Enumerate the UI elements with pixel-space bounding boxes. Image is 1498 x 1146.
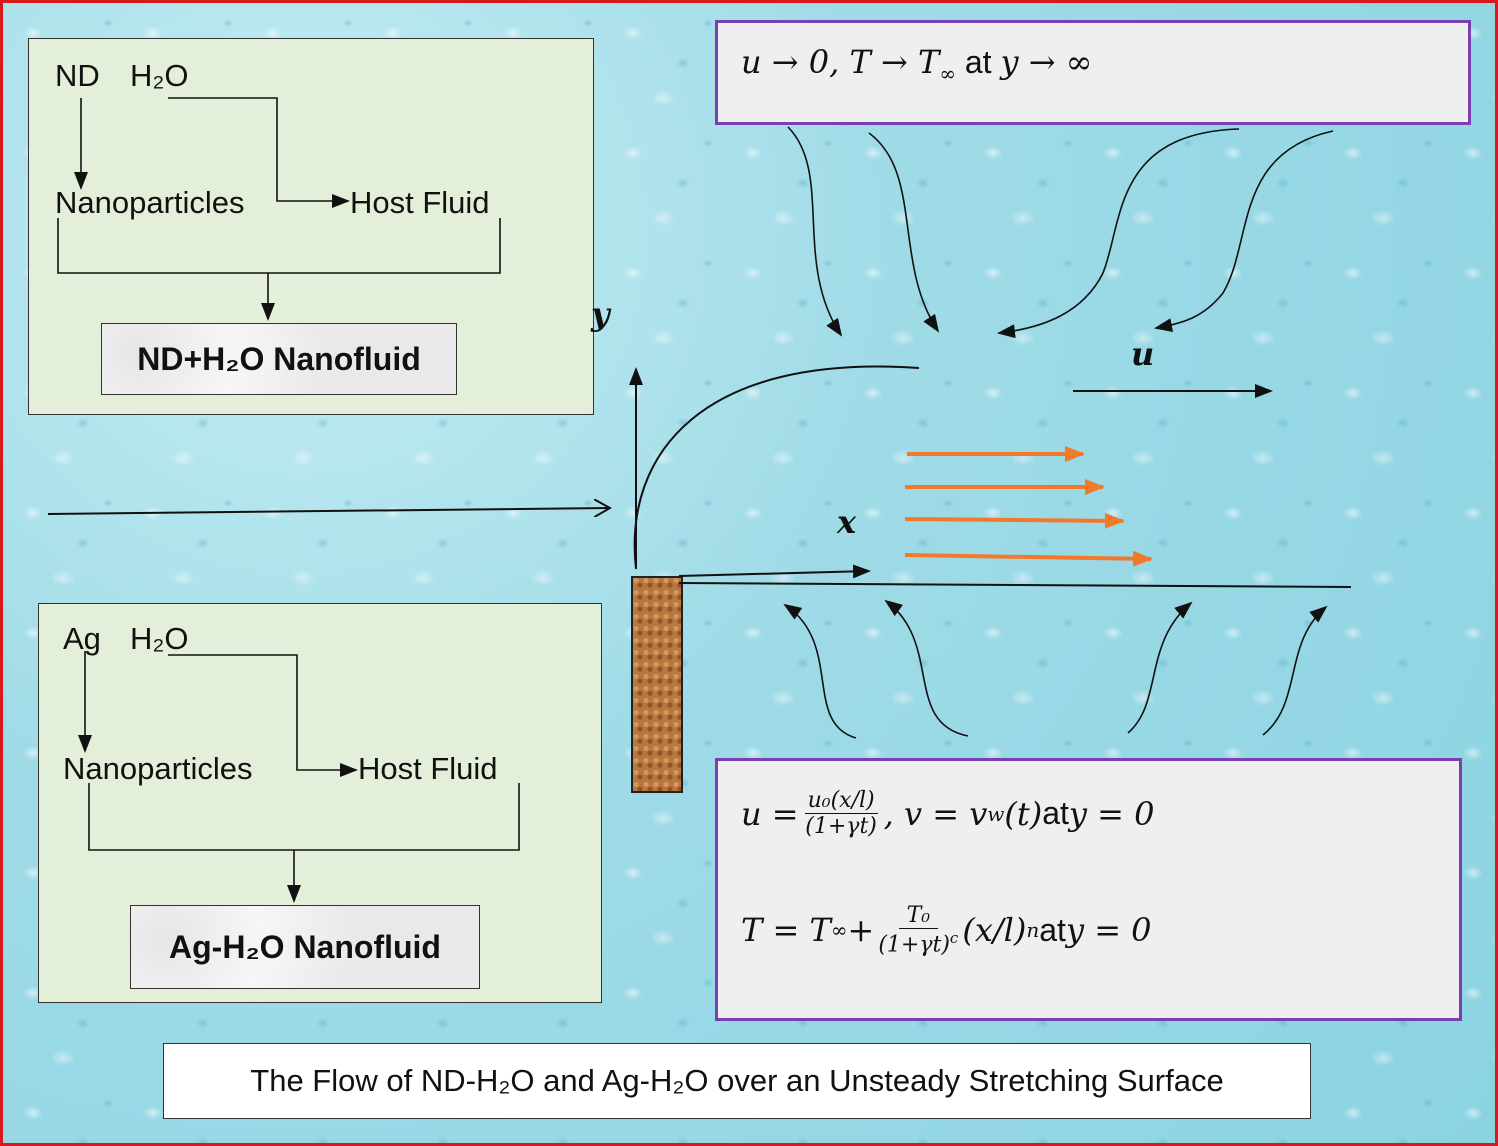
nd-label: ND xyxy=(55,58,100,93)
x-axis-arrow xyxy=(678,564,871,579)
temperature-boundary-condition: T = T∞ + T₀ (1+γt)c (x/l)n at y = 0 xyxy=(741,903,1152,958)
free-stream-condition: u → 0, T → T∞ at y → ∞ xyxy=(741,43,1093,86)
ag-water-label: H₂O xyxy=(130,621,189,656)
nd-host-fluid-label: Host Fluid xyxy=(350,185,490,220)
nd-box-connectors xyxy=(57,97,501,321)
diagram-caption: The Flow of ND-H₂O and Ag-H₂O over an Un… xyxy=(163,1043,1311,1119)
ag-label: Ag xyxy=(63,621,101,656)
upper-flow-curves xyxy=(787,126,1334,339)
stretching-surface-line xyxy=(678,582,1352,588)
wall-condition-box xyxy=(715,758,1462,1021)
ag-host-fluid-label: Host Fluid xyxy=(358,751,498,786)
nd-water-label: H₂O xyxy=(130,58,189,93)
x-axis-label: x xyxy=(837,503,857,541)
ag-nanoparticles-label: Nanoparticles xyxy=(63,751,253,786)
u-velocity-label: u xyxy=(1131,335,1155,373)
ag-h2o-nanofluid-box: Ag-H₂O Nanofluid xyxy=(130,905,480,989)
boundary-layer-curve xyxy=(633,365,920,570)
free-stream-condition-box xyxy=(715,20,1471,125)
nd-h2o-nanofluid-box: ND+H₂O Nanofluid xyxy=(101,323,457,395)
lower-flow-curves xyxy=(783,599,1328,739)
velocity-profile-arrows xyxy=(904,446,1153,567)
nd-nanoparticles-label: Nanoparticles xyxy=(55,185,245,220)
diagram-lines xyxy=(47,97,1352,903)
stretching-plate xyxy=(631,576,683,793)
y-axis-label: y xyxy=(591,295,610,333)
ag-box-connectors xyxy=(78,651,520,903)
incoming-flow-arrow xyxy=(47,508,610,514)
